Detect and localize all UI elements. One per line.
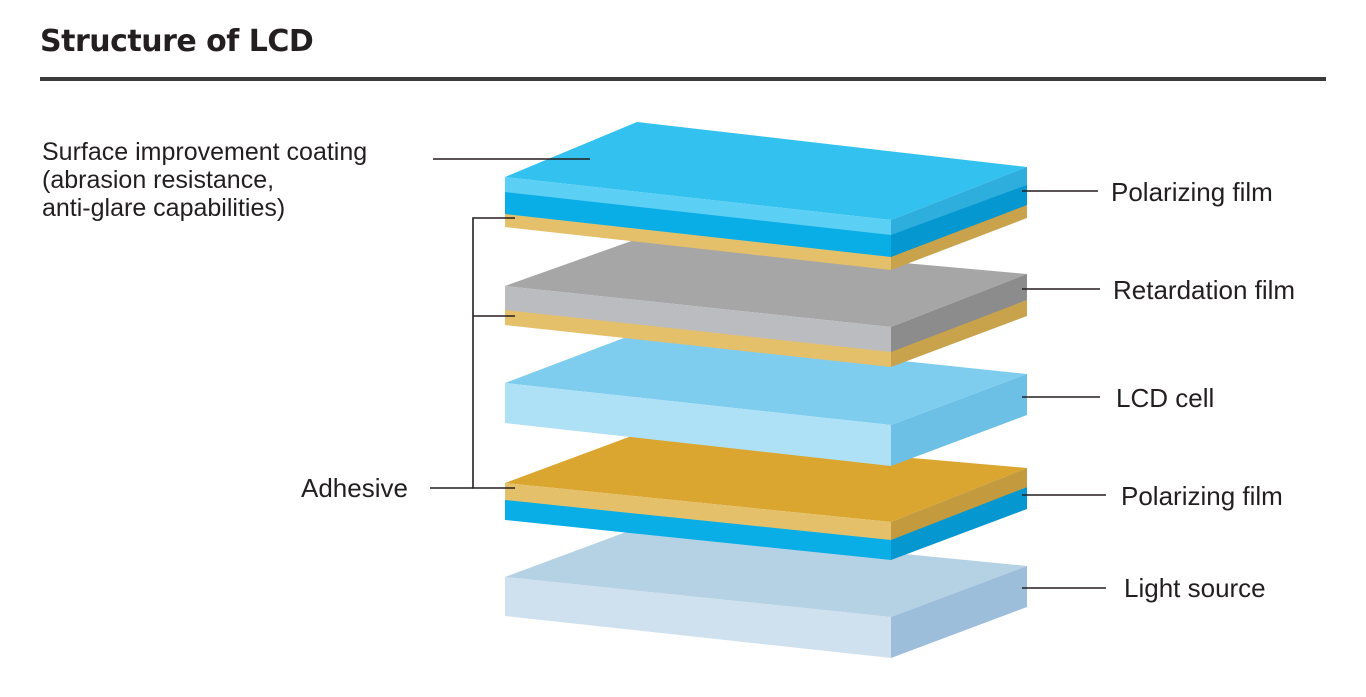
label-retardation-film: Retardation film [1113,275,1296,305]
label-surface-coating-line1: Surface improvement coating [42,138,368,166]
label-light-source: Light source [1124,573,1266,603]
title-divider [40,77,1326,81]
leader-lines [430,158,1106,589]
lcd-cell-layer [505,333,1027,466]
leader-adhesive-bracket [472,217,515,489]
label-lcd-cell: LCD cell [1116,383,1215,413]
label-polarizing-film-top: Polarizing film [1111,177,1273,207]
page-title: Structure of LCD [40,24,314,59]
label-surface-coating: Surface improvement coating (abrasion re… [42,138,367,222]
light-source-layer [505,528,1027,658]
retardation-film-layer [505,239,1027,367]
label-surface-coating-line2: (abrasion resistance, [42,166,275,194]
label-adhesive: Adhesive [301,473,408,503]
polarizing-film-bottom-layer [505,434,1027,560]
polarizing-film-top-layer [505,122,1027,270]
label-polarizing-film-bottom: Polarizing film [1121,481,1283,511]
label-surface-coating-line3: anti-glare capabilities) [42,194,286,222]
